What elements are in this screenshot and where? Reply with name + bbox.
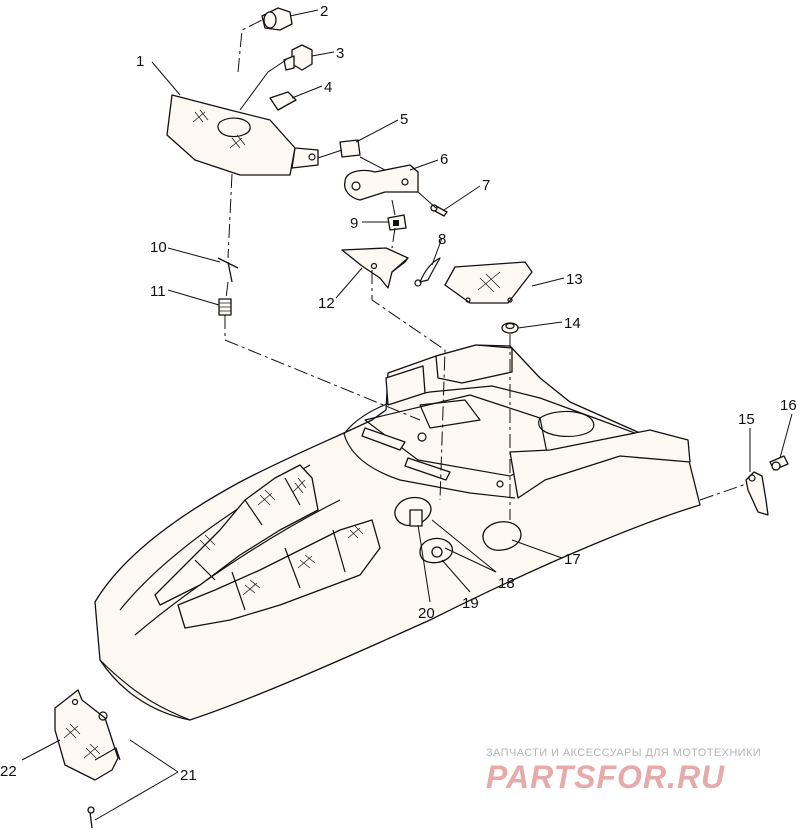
callout-5: 5 (400, 111, 408, 128)
callout-15: 15 (738, 411, 755, 428)
bulb-socket (283, 44, 313, 71)
watermark-tagline: ЗАПЧАСТИ И АКСЕССУАРЫ ДЛЯ МОТОТЕХНИКИ (486, 747, 761, 759)
callout-22: 22 (0, 763, 17, 780)
front-reflector (54, 689, 121, 781)
callout-17: 17 (564, 551, 581, 568)
callout-14: 14 (564, 315, 581, 332)
grommet (501, 322, 519, 334)
mounting-bracket-upper (344, 164, 419, 201)
callout-20: 20 (418, 605, 435, 622)
callout-13: 13 (566, 271, 583, 288)
bulb (261, 7, 293, 31)
latch-bolt (769, 455, 789, 471)
callout-12: 12 (318, 295, 335, 312)
t-pin (217, 257, 239, 283)
spring-clip (414, 257, 441, 287)
screw (430, 204, 448, 217)
callout-8: 8 (438, 231, 446, 248)
callout-7: 7 (482, 177, 490, 194)
spring (218, 298, 232, 316)
callout-4: 4 (324, 79, 332, 96)
latch-lever (745, 471, 769, 516)
gasket-plate (339, 139, 361, 158)
callout-labels: 1 2 3 4 5 6 7 8 9 10 11 12 13 14 15 16 1… (0, 3, 797, 784)
callout-10: 10 (150, 239, 167, 256)
watermark: ЗАПЧАСТИ И АКСЕССУАРЫ ДЛЯ МОТОТЕХНИКИ PA… (486, 747, 761, 795)
callout-21: 21 (180, 767, 197, 784)
mounting-bracket-lower (341, 247, 409, 289)
callout-3: 3 (336, 45, 344, 62)
callout-9: 9 (350, 215, 358, 232)
callout-18: 18 (498, 575, 515, 592)
watermark-brand: PARTSFOR.RU (486, 759, 725, 795)
callout-19: 19 (462, 595, 479, 612)
callout-16: 16 (780, 397, 797, 414)
callout-11: 11 (150, 283, 166, 300)
callout-2: 2 (320, 3, 328, 20)
nut-plate (387, 214, 407, 231)
assembly-lines (224, 19, 747, 520)
headlight-housing (166, 94, 319, 176)
reflector-screw (87, 806, 95, 829)
lens-cover (444, 261, 533, 304)
callout-leaders (21, 9, 793, 821)
callout-1: 1 (136, 53, 144, 70)
hood-body (94, 344, 701, 721)
clip (269, 91, 297, 111)
callout-6: 6 (440, 151, 448, 168)
